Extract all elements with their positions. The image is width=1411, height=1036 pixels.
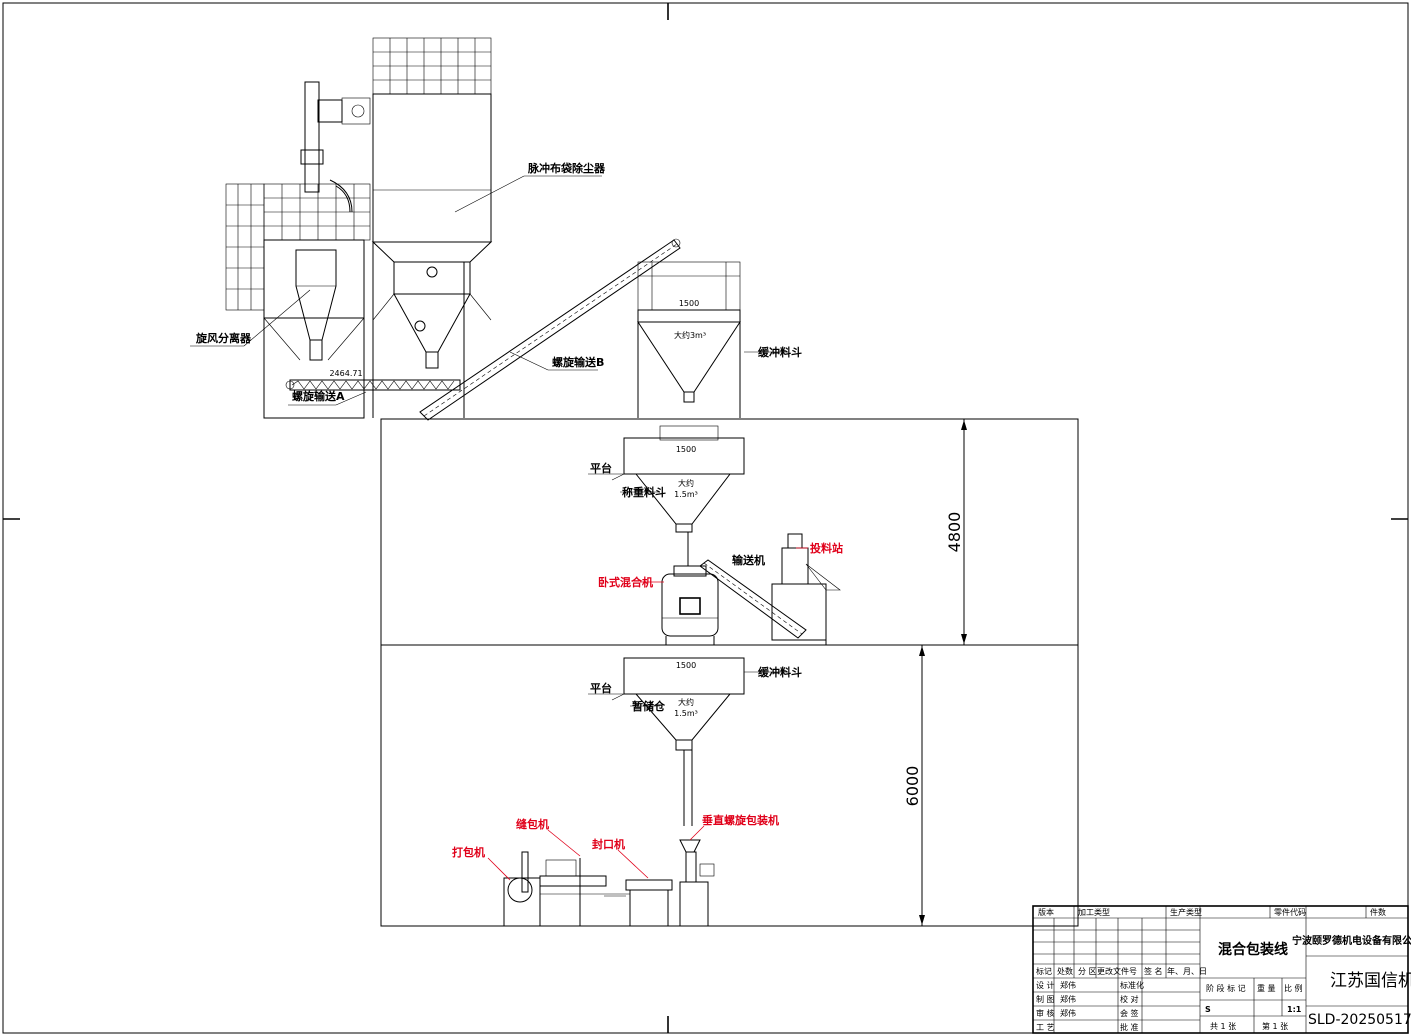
- title-block-text: 签 名: [1144, 966, 1163, 976]
- label-cyclone: 旋风分离器: [195, 331, 252, 345]
- title-block-text: 设 计: [1036, 980, 1055, 990]
- title-block-text: 校 对: [1120, 994, 1139, 1004]
- buffer-hopper-upper: 1500 大约3m³: [637, 261, 741, 418]
- title-block-text: 共 1 张: [1210, 1022, 1236, 1031]
- title-block-text: 第 1 张: [1262, 1021, 1288, 1031]
- dimension-4800: 4800: [945, 512, 964, 553]
- title-block-text: 生产类型: [1170, 907, 1202, 917]
- label-platform-upper: 平台: [590, 461, 612, 475]
- label-bag-station: 投料站: [810, 541, 843, 555]
- label-mixer: 卧式混合机: [598, 575, 653, 589]
- title-block-text: 标记: [1036, 966, 1052, 976]
- label-buffer-hopper: 缓冲料斗: [758, 345, 802, 359]
- title-block-text: 重 量: [1257, 983, 1276, 993]
- screw-conveyor-b: [419, 238, 681, 421]
- pulse-dust-collector: [371, 37, 493, 418]
- title-block-text: 工 艺: [1036, 1023, 1055, 1032]
- dimension-1500-mid: 1500: [676, 445, 696, 454]
- label-screw-a: 螺旋输送A: [292, 389, 345, 403]
- title-block-text: 处数: [1057, 966, 1073, 976]
- vertical-packer: [679, 839, 715, 927]
- label-screw-b: 螺旋输送B: [552, 355, 604, 369]
- building-floors: [380, 418, 1079, 927]
- title-block-text: 会 签: [1120, 1008, 1139, 1018]
- label-baler: 打包机: [452, 845, 485, 859]
- title-block-text: S: [1205, 1005, 1211, 1014]
- title-block: 版本 加工类型 生产类型 零件代码 件数 标记 处数 分 区 更改文件号 签 名…: [1032, 905, 1411, 1034]
- label-packer: 垂直螺旋包装机: [702, 813, 779, 827]
- title-block-text: 更改文件号: [1097, 966, 1137, 976]
- dimension-1500-upper: 1500: [679, 299, 699, 308]
- weigh-capacity-1: 大约: [678, 478, 694, 488]
- title-block-text: 标准化: [1120, 980, 1144, 990]
- label-buffer-hopper-lower: 缓冲料斗: [758, 665, 802, 679]
- title-block-text: 郑伟: [1060, 1008, 1076, 1018]
- company-name: 宁波颐罗德机电设备有限公司: [1292, 934, 1411, 947]
- packaging-line: [503, 851, 673, 927]
- red-leader-lines: [487, 547, 808, 881]
- title-block-text: 郑伟: [1060, 994, 1076, 1004]
- label-weigh-hopper: 称重料斗: [622, 485, 666, 499]
- label-feeder: 输送机: [732, 553, 765, 567]
- dimension-lower: 6000: [903, 644, 928, 927]
- leader-lines: [190, 175, 788, 707]
- title-block-text: 版本: [1038, 907, 1054, 917]
- feeder-and-bag-station: [699, 533, 841, 645]
- title-block-text: 加工类型: [1078, 907, 1110, 917]
- title-block-text: 1:1: [1287, 1005, 1302, 1014]
- label-sealer: 封口机: [592, 837, 625, 851]
- title-block-text: 年、月、日: [1167, 966, 1207, 976]
- storage-bin: 1500 大约 1.5m³: [611, 657, 745, 826]
- dimension-1500-lower: 1500: [676, 661, 696, 670]
- title-block-text: 阶 段 标 记: [1206, 983, 1246, 993]
- cyclone-separator: [225, 81, 371, 419]
- company-name-cn: 江苏国信机: [1330, 971, 1411, 991]
- drawing-title: 混合包装线: [1218, 941, 1288, 958]
- title-block-text: 郑伟: [1060, 980, 1076, 990]
- title-block-text: 件数: [1370, 907, 1386, 917]
- storage-capacity-2: 1.5m³: [674, 709, 698, 718]
- buffer-hopper-capacity: 大约3m³: [674, 330, 706, 340]
- drawing-number: SLD-20250517: [1308, 1012, 1411, 1028]
- title-block-text: 制 图: [1036, 994, 1055, 1004]
- title-block-text: 零件代码: [1274, 907, 1306, 917]
- title-block-text: 比 例: [1284, 983, 1303, 993]
- horizontal-mixer: [661, 565, 719, 645]
- label-platform-lower: 平台: [590, 681, 612, 695]
- dimension-6000: 6000: [903, 766, 922, 807]
- weighing-hopper: 1500 大约 1.5m³: [611, 425, 745, 566]
- label-sewing: 缝包机: [516, 817, 549, 831]
- title-block-text: 审 核: [1036, 1008, 1055, 1018]
- label-storage-bin: 暂储仓: [632, 699, 666, 713]
- title-block-text: 批 准: [1120, 1022, 1139, 1032]
- weigh-capacity-2: 1.5m³: [674, 490, 698, 499]
- title-block-text: 分 区: [1078, 967, 1097, 976]
- annotation-2464: 2464.71: [329, 369, 362, 378]
- label-dust-collector: 脉冲布袋除尘器: [527, 161, 606, 175]
- dimension-upper: 4800: [945, 418, 970, 646]
- storage-capacity-1: 大约: [678, 697, 694, 707]
